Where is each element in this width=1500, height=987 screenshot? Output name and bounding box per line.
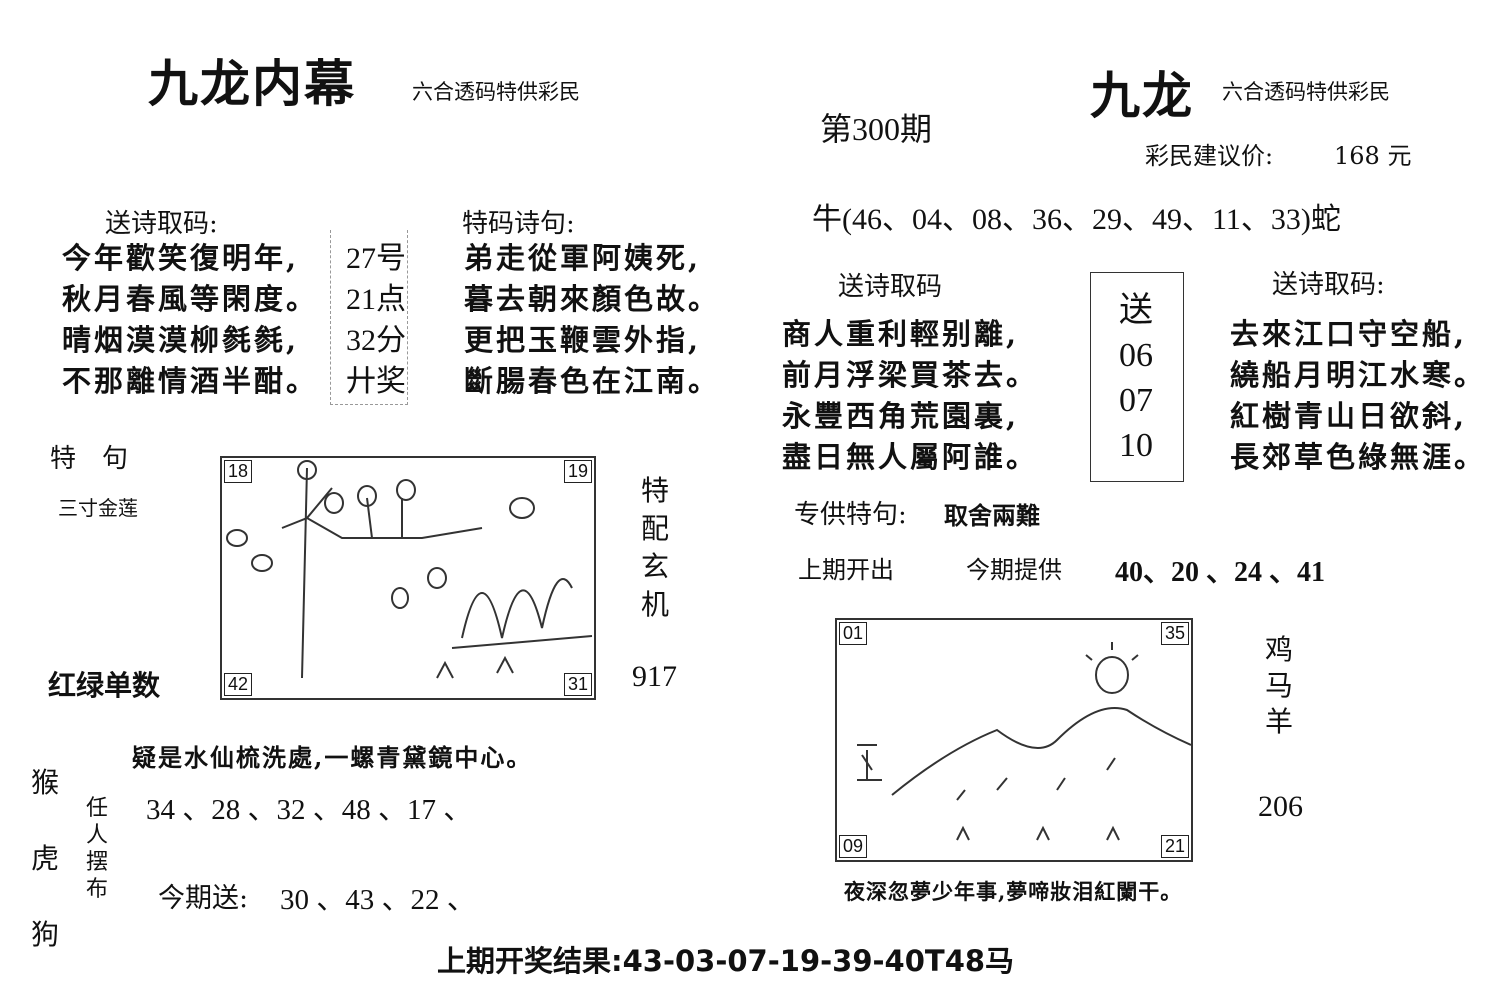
last-draw-result: 上期开奖结果:43-03-07-19-39-40T48马 [437, 944, 1015, 978]
red-green-label: 红绿单数 [48, 669, 161, 702]
zodiac-number-line: 牛(46、04、08、36、29、49、11、33)蛇 [812, 203, 1341, 236]
left-subtitle: 六合透码特供彩民 [412, 80, 580, 104]
center-line: 06 [1119, 337, 1153, 374]
center-line: 21点 [346, 283, 406, 316]
corner-number: 21 [1160, 835, 1189, 858]
char: 配 [640, 512, 669, 545]
corner-number: 01 [839, 622, 868, 645]
poem-line: 更把玉鞭雲外指, [464, 323, 702, 357]
char: 人 [85, 823, 108, 848]
center-line: 10 [1119, 427, 1153, 464]
left-poem-line: 疑是水仙梳洗處,一螺青黛鏡中心。 [132, 743, 533, 772]
left-center-box [330, 230, 408, 405]
left-side-number: 917 [632, 660, 677, 693]
right-poem-line: 夜深忽夢少年事,夢啼妝泪紅闌干。 [844, 879, 1183, 904]
right-center-box-text: 送 06 07 10 [1090, 288, 1182, 468]
char: 摆 [85, 850, 108, 875]
corner-number: 19 [563, 460, 592, 483]
char: 特 [640, 474, 669, 507]
send-label: 今期送: [158, 883, 249, 914]
corner-number: 42 [224, 673, 253, 696]
poem-line: 永豐西角荒園裏, [782, 399, 1020, 433]
special-label: 专供特句: [794, 500, 907, 530]
left-poem-heading: 送诗取码: [105, 209, 218, 239]
center-line: 32分 [346, 324, 406, 357]
corner-number: 31 [563, 673, 592, 696]
right-center-box [1090, 272, 1184, 482]
char: 狗 [30, 918, 59, 951]
right-poem-heading-left: 送诗取码 [838, 272, 943, 302]
price-label: 彩民建议价: [1145, 142, 1274, 170]
right-poem-heading-right: 送诗取码: [1272, 270, 1385, 300]
renren-numbers: 34 、28 、32 、48 、17 、 [146, 794, 473, 826]
char: 虎 [30, 842, 59, 875]
center-line: 送 [1119, 292, 1153, 329]
poem-line: 長郊草色綠無涯。 [1230, 440, 1487, 474]
char: 马 [1264, 669, 1293, 702]
special-poem-heading: 特码诗句: [462, 209, 575, 239]
right-title: 九龙 [1090, 66, 1194, 125]
special-value: 取舍兩難 [944, 501, 1040, 530]
right-picture: 01 35 09 21 [835, 618, 1193, 862]
renren-label: 任 人 摆 布 [84, 795, 110, 903]
char: 羊 [1264, 705, 1293, 738]
last-label: 上期开出 [798, 556, 894, 584]
poem-line: 晴烟漠漠柳毵毵, [62, 323, 300, 357]
issue-number: 第300期 [820, 111, 933, 147]
char: 玄 [640, 550, 669, 583]
center-line: 27号 [346, 242, 406, 275]
send-numbers: 30 、43 、22 、 [280, 884, 476, 916]
right-poem-left: 商人重利輕别離, 前月浮梁買茶去。 永豐西角荒園裏, 盡日無人屬阿誰。 [782, 314, 1038, 478]
right-poem-right: 去來江口守空船, 繞船月明江水寒。 紅樹青山日欲斜, 長郊草色綠無涯。 [1230, 314, 1486, 478]
char: 布 [85, 877, 108, 902]
char: 猴 [30, 766, 59, 799]
char: 任 [85, 796, 108, 821]
poem-line: 前月浮梁買茶去。 [782, 358, 1039, 392]
left-poem: 今年歡笑復明年, 秋月春風等閑度。 晴烟漠漠柳毵毵, 不那離情酒半酣。 [62, 238, 318, 402]
provide-label: 今期提供 [966, 556, 1062, 584]
left-side-vertical: 特 配 玄 机 [638, 472, 672, 624]
center-line: 07 [1119, 382, 1153, 419]
poem-line: 商人重利輕别離, [782, 317, 1020, 351]
left-title: 九龙内幕 [148, 54, 356, 113]
poem-line: 今年歡笑復明年, [62, 241, 300, 275]
poem-line: 弟走從軍阿姨死, [464, 241, 702, 275]
char: 机 [640, 588, 669, 621]
poem-line: 秋月春風等閑度。 [62, 282, 319, 316]
poem-line: 盡日無人屬阿誰。 [782, 440, 1039, 474]
left-center-box-text: 27号 21点 32分 廾奖 [346, 238, 406, 402]
mountain-sun-sketch [857, 642, 1191, 841]
right-subtitle: 六合透码特供彩民 [1222, 80, 1390, 104]
price-value: 168 元 [1334, 142, 1412, 170]
poem-line: 暮去朝來顏色故。 [464, 282, 721, 316]
provide-numbers: 40、20 、24 、41 [1115, 557, 1326, 588]
poem-line: 去來江口守空船, [1230, 317, 1468, 351]
zodiac-vertical: 猴 虎 狗 [28, 745, 62, 973]
poem-line: 紅樹青山日欲斜, [1230, 399, 1468, 433]
center-line: 廾奖 [346, 365, 406, 398]
poem-line: 斷腸春色在江南。 [464, 364, 721, 398]
special-poem: 弟走從軍阿姨死, 暮去朝來顏色故。 更把玉鞭雲外指, 斷腸春色在江南。 [464, 238, 720, 402]
char: 鸡 [1264, 633, 1293, 666]
left-picture: 18 19 42 31 [220, 456, 596, 700]
te-ju-value: 三寸金莲 [58, 496, 138, 520]
poem-line: 繞船月明江水寒。 [1230, 358, 1487, 392]
poem-line: 不那離情酒半酣。 [62, 364, 319, 398]
plants-sketch [226, 460, 593, 679]
right-side-number: 206 [1258, 790, 1303, 823]
corner-number: 18 [224, 460, 253, 483]
right-side-vertical: 鸡 马 羊 [1262, 632, 1296, 740]
corner-number: 09 [839, 835, 868, 858]
te-ju-label: 特 句 [50, 444, 129, 474]
corner-number: 35 [1160, 622, 1189, 645]
